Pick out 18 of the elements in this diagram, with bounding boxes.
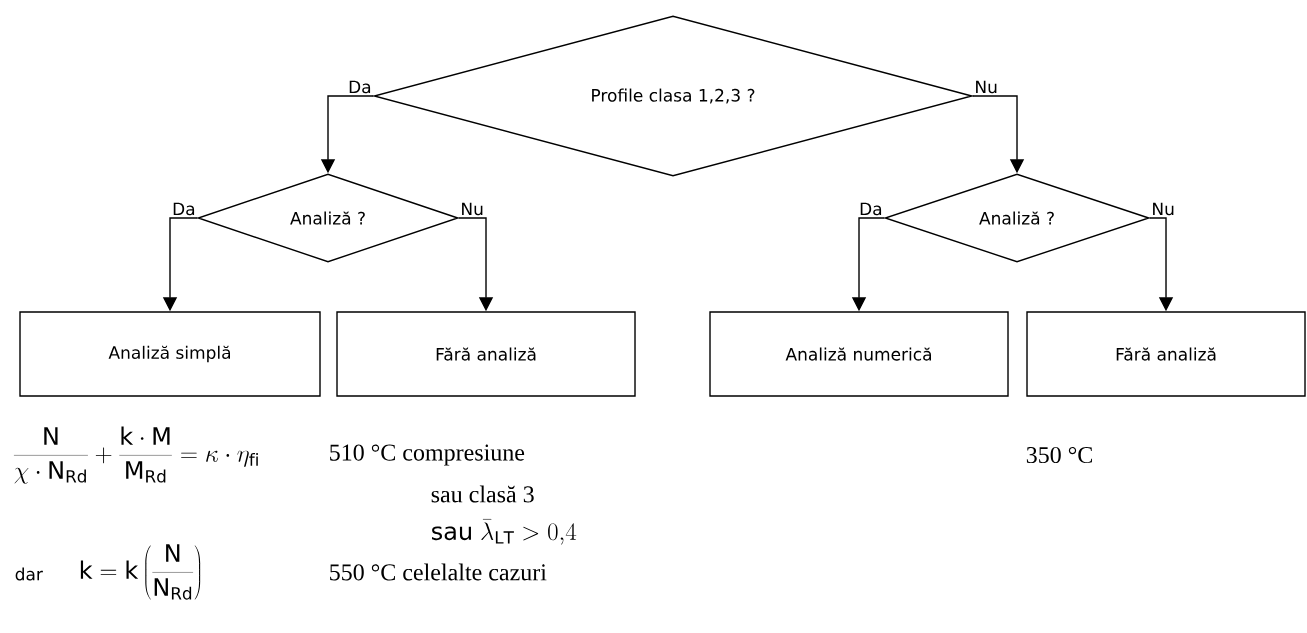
formula: $\mathrm{k}=\mathrm{k}\left(\frac{\mathrm{N}}{\mathrm{N}_{\mathrm{Rd}}}\right)$	[80, 544, 201, 600]
annotation-text: sau clasă 3	[431, 485, 534, 503]
edge-label: Da	[860, 202, 882, 216]
edge-label: Nu	[1153, 202, 1174, 216]
edge-label: Da	[349, 80, 371, 94]
formula: $\mathrm{sau}\;\bar{\lambda}_{\mathrm{LT}} > 0{,}4$	[432, 518, 577, 545]
formula: $\frac{\mathrm{N}}{\chi\cdot \mathrm{N}_{\mathrm{Rd}}}+\frac{\mathrm{k}\cdot \mathrm{M}}{\mathrm{M}_{\mathrm{Rd}}}=\kappa\cdot\eta_{\mathrm{fi}}$	[13, 426, 258, 484]
edge-label: Da	[173, 202, 195, 216]
edge-label: Nu	[462, 202, 483, 216]
annotation-text: dar	[15, 567, 43, 581]
annotation-text: 550 °C celelalte cazuri	[330, 563, 547, 581]
annotation-text: 350 °C	[1026, 446, 1092, 464]
process-box: Analiză numerică	[709, 311, 1009, 397]
process-box: Analiză simplă	[19, 311, 321, 397]
edge-label: Nu	[976, 80, 997, 94]
process-box: Fără analiză	[1026, 311, 1306, 397]
annotation-text: 510 °C compresiune	[330, 444, 525, 466]
process-box: Fără analiză	[336, 311, 636, 397]
